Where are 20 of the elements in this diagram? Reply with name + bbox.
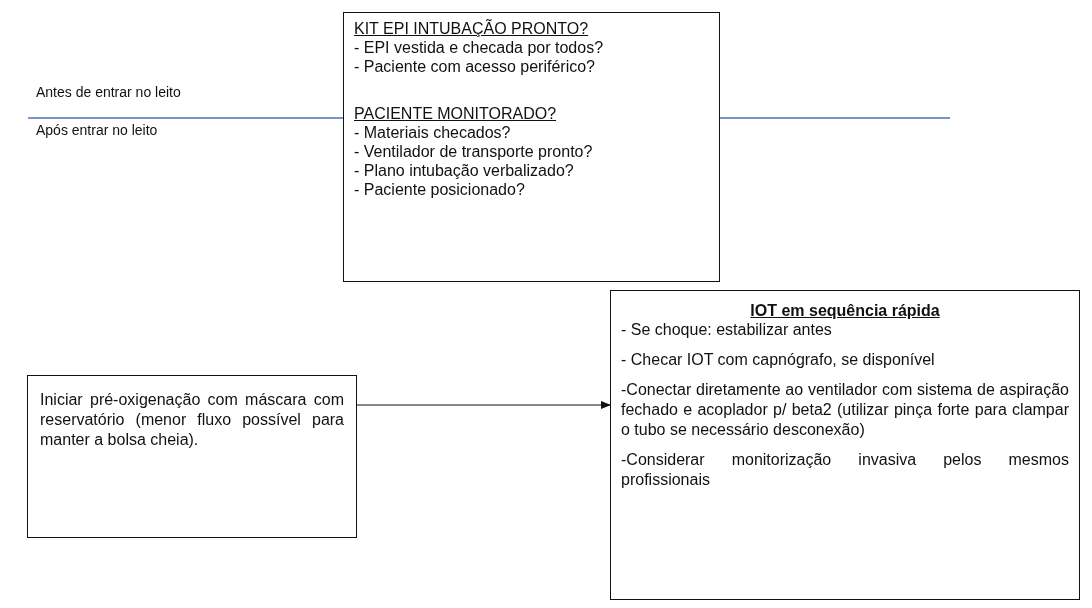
list-item: - Paciente posicionado?	[354, 180, 526, 199]
list-item: - Ventilador de transporte pronto?	[354, 142, 594, 161]
paragraph: -Considerar monitorização invasiva pelos mesmos profissionais	[621, 450, 1069, 490]
box-title: IOT em sequência rápida	[749, 301, 941, 320]
list-item: - Materiais checados?	[354, 123, 512, 142]
phase-label: Antes de entrar no leito	[36, 84, 181, 100]
paragraph: - Checar IOT com capnógrafo, se disponível	[621, 350, 936, 370]
phase-label: Após entrar no leito	[36, 122, 158, 138]
list-item: - EPI vestida e checada por todos?	[354, 38, 605, 57]
process-box	[27, 375, 357, 538]
paragraph: - Se choque: estabilizar antes	[621, 320, 833, 340]
list-item: - Paciente com acesso periférico?	[354, 57, 596, 76]
process-box	[610, 290, 1080, 600]
paragraph: Iniciar pré-oxigenação com máscara com reservatório (menor fluxo possível para manter a bolsa cheia).	[40, 390, 344, 450]
paragraph: -Conectar diretamente ao ventilador com sistema de aspiração fechado e acoplador p/ beta2 (utilizar pinça forte para clampar o tubo se necessário desconexão)	[621, 380, 1069, 440]
checklist-box	[343, 12, 720, 282]
list-item: - Plano intubação verbalizado?	[354, 161, 575, 180]
section-heading: KIT EPI INTUBAÇÃO PRONTO?	[354, 19, 590, 38]
arrow	[356, 401, 611, 409]
section-heading: PACIENTE MONITORADO?	[354, 104, 558, 123]
